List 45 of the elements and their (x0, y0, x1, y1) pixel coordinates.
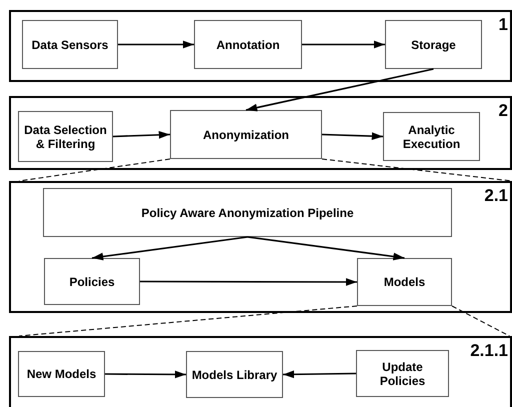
process-box (22, 20, 118, 69)
stage-panel (9, 10, 512, 82)
process-box (18, 111, 113, 162)
process-box (385, 20, 482, 69)
stage-number: 2 (498, 102, 508, 120)
box-label: Anonymization (202, 128, 290, 142)
process-box (18, 351, 105, 397)
process-box (186, 351, 283, 398)
process-box (383, 112, 480, 161)
stage-number: 2.1 (484, 187, 508, 205)
arrow (112, 130, 170, 139)
zoom-line (452, 306, 510, 336)
process-box (44, 258, 140, 305)
box-label: Models Library (190, 368, 278, 382)
box-label: Data Selection & Filtering (23, 122, 108, 150)
box-label: Update Policies (378, 360, 426, 388)
stage-number: 1 (498, 16, 508, 34)
process-box (357, 258, 452, 306)
zoom-line (18, 306, 358, 336)
box-label: Analytic Execution (402, 122, 462, 150)
arrow (105, 370, 186, 378)
arrow (322, 132, 384, 140)
process-box (356, 350, 449, 397)
arrow (282, 370, 356, 378)
arrow (247, 236, 405, 260)
arrow (302, 40, 385, 48)
zoom-line (18, 158, 170, 182)
process-box (43, 188, 452, 237)
box-label: Policy Aware Anonymization Pipeline (140, 206, 355, 220)
zoom-line (322, 158, 512, 182)
stage-panel (9, 336, 512, 407)
stage-panel (9, 96, 512, 170)
arrow (92, 236, 248, 260)
box-label: Storage (410, 38, 457, 52)
box-label: Models (382, 275, 426, 289)
stage-panel (9, 181, 512, 313)
arrow (118, 40, 194, 48)
stage-number: 2.1.1 (470, 342, 508, 360)
process-box (194, 20, 302, 69)
arrow (140, 278, 357, 286)
box-label: New Models (26, 367, 98, 381)
box-label: Data Sensors (30, 38, 110, 52)
box-label: Policies (68, 274, 116, 288)
process-box (170, 110, 322, 159)
box-label: Annotation (215, 38, 281, 52)
